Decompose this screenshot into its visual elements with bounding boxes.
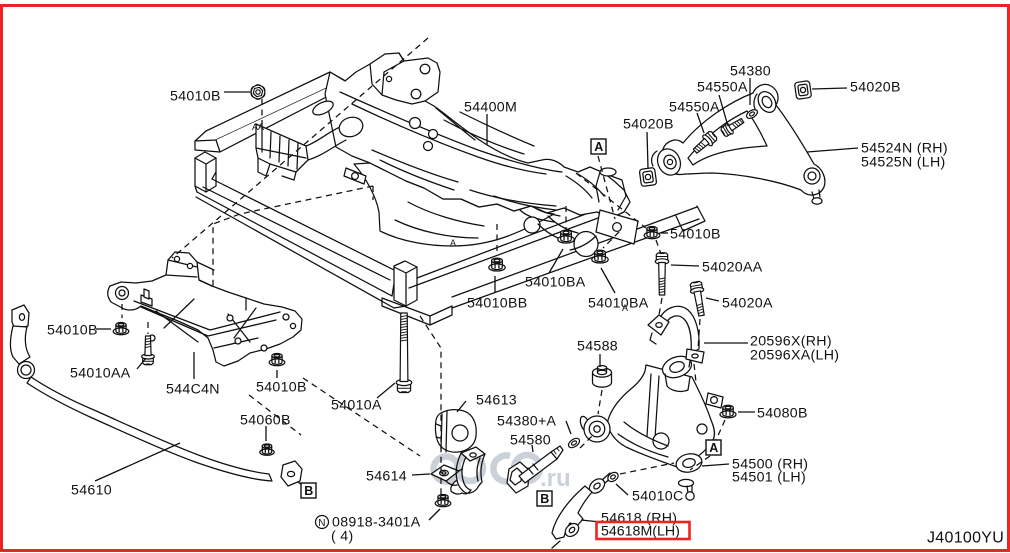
svg-text:A: A: [622, 303, 628, 313]
svg-text:54010BA: 54010BA: [588, 295, 649, 311]
svg-text:54524N (RH): 54524N (RH): [861, 140, 948, 156]
svg-text:54618M(LH): 54618M(LH): [601, 524, 680, 540]
svg-text:54613: 54613: [476, 392, 517, 408]
svg-text:54010B: 54010B: [670, 226, 721, 242]
svg-text:54614: 54614: [366, 468, 407, 484]
svg-text:20596X(RH): 20596X(RH): [750, 333, 832, 349]
svg-text:54500 (RH): 54500 (RH): [732, 456, 808, 472]
svg-text:54525N (LH): 54525N (LH): [861, 154, 946, 170]
svg-text:20596XA(LH): 20596XA(LH): [750, 347, 839, 363]
svg-text:54610: 54610: [71, 482, 112, 498]
svg-text:54010AA: 54010AA: [70, 365, 131, 381]
svg-text:54010B: 54010B: [47, 322, 98, 338]
svg-text:54020B: 54020B: [850, 79, 901, 95]
svg-text:54400M: 54400M: [464, 99, 517, 115]
svg-text:54080B: 54080B: [757, 405, 808, 421]
svg-text:54020AA: 54020AA: [702, 259, 763, 275]
svg-text:B: B: [540, 492, 549, 506]
svg-text:AA: AA: [252, 122, 264, 132]
svg-text:08918-3401A: 08918-3401A: [332, 514, 421, 530]
svg-text:54501 (LH): 54501 (LH): [732, 469, 806, 485]
svg-text:54010A: 54010A: [331, 397, 382, 413]
svg-text:.ru: .ru: [540, 465, 571, 492]
svg-text:( 4): ( 4): [331, 528, 353, 544]
svg-text:54060B: 54060B: [240, 412, 291, 428]
svg-text:54580: 54580: [510, 432, 551, 448]
svg-text:N: N: [318, 518, 325, 529]
svg-text:54550A: 54550A: [697, 79, 748, 95]
svg-text:54010BB: 54010BB: [467, 295, 527, 311]
svg-text:54380: 54380: [730, 63, 771, 79]
svg-text:A: A: [709, 441, 718, 455]
svg-text:54010B: 54010B: [170, 88, 221, 104]
svg-text:54588: 54588: [577, 338, 618, 354]
svg-text:54020B: 54020B: [623, 116, 674, 132]
svg-text:54020A: 54020A: [722, 295, 773, 311]
svg-text:54010BA: 54010BA: [525, 274, 586, 290]
svg-text:54010C: 54010C: [632, 488, 684, 504]
svg-text:544C4N: 544C4N: [166, 381, 220, 397]
svg-text:A: A: [450, 238, 456, 248]
svg-text:A: A: [594, 140, 603, 154]
svg-text:54550A: 54550A: [669, 99, 720, 115]
svg-text:B: B: [304, 484, 313, 498]
svg-text:54380+A: 54380+A: [497, 413, 557, 429]
svg-text:54010B: 54010B: [256, 379, 307, 395]
svg-text:J40100YU: J40100YU: [927, 530, 1004, 547]
